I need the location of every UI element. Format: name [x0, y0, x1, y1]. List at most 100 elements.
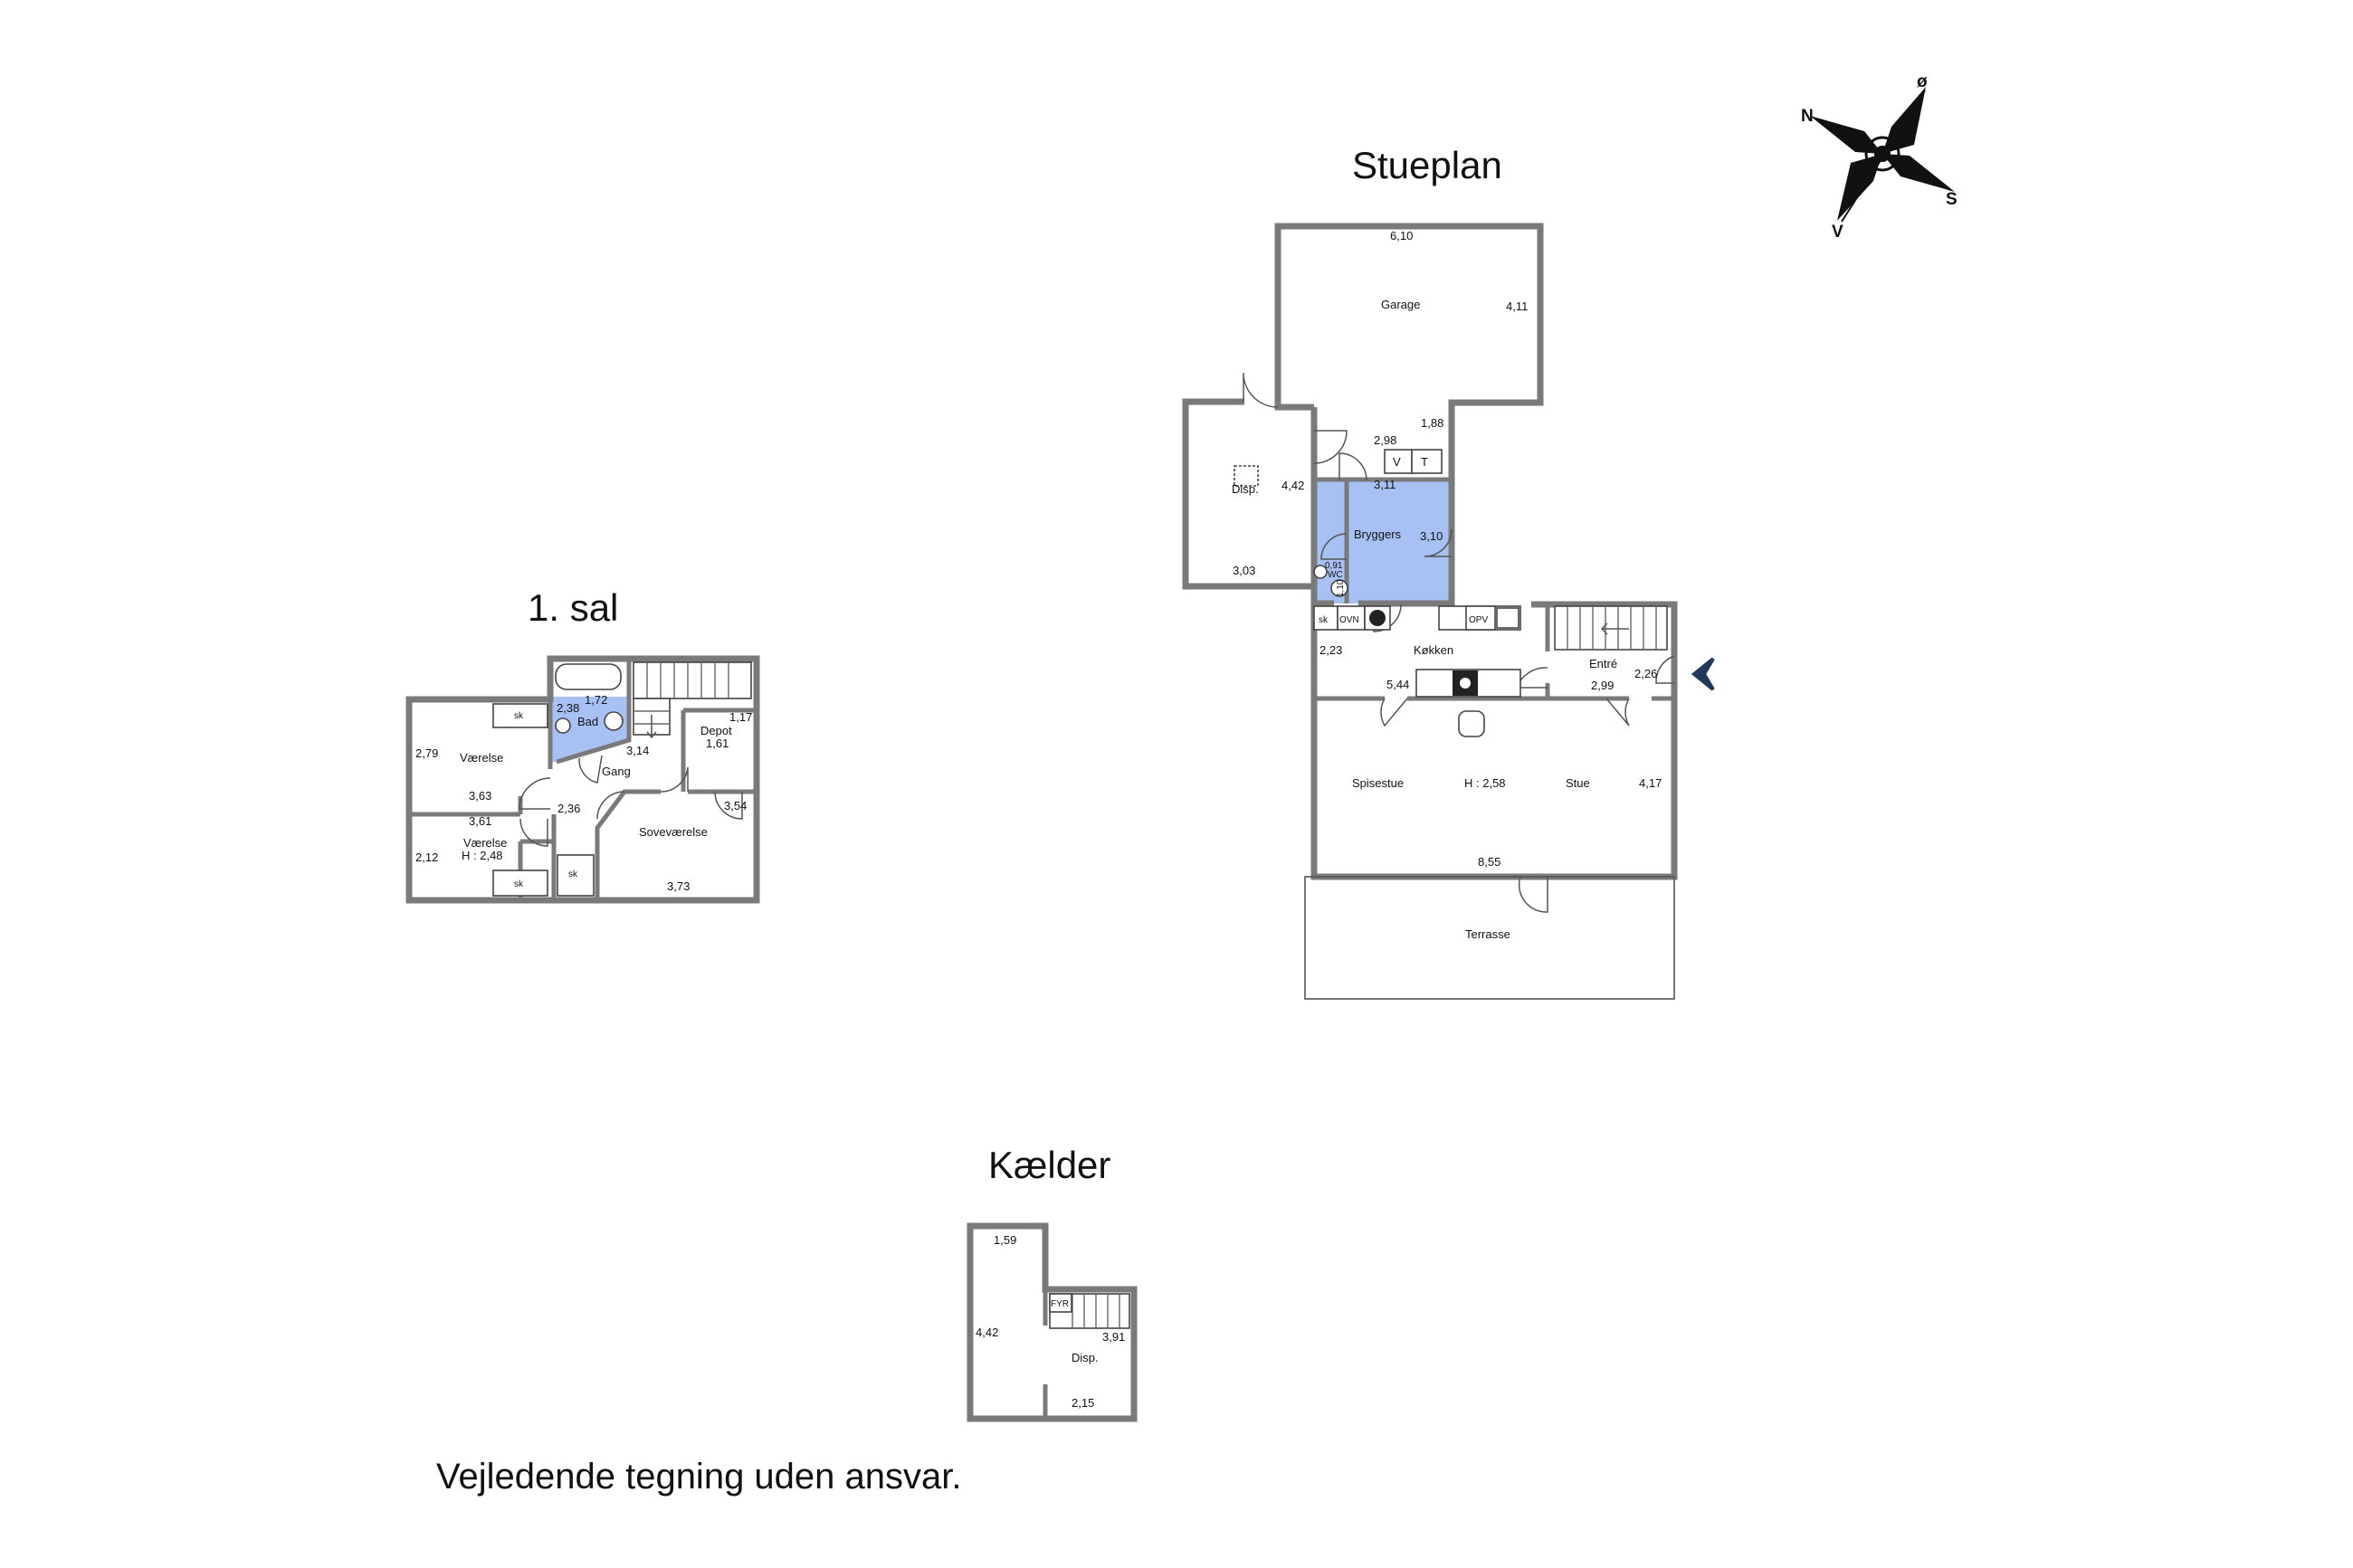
sal-label-sk2: sk — [514, 879, 524, 889]
dryer-label: T — [1421, 455, 1428, 469]
sal-dim-v1-w: 3,63 — [469, 789, 491, 803]
bad-toilet — [604, 711, 624, 731]
entrance-arrow-icon — [1691, 657, 1715, 691]
bad-door-arc — [578, 755, 603, 784]
sal-dim-gang-w: 3,14 — [626, 744, 649, 757]
compass-ring — [1864, 136, 1900, 172]
label-kokken: Køkken — [1414, 643, 1453, 657]
label-spisestue: Spisestue — [1352, 776, 1404, 790]
washer-box — [1384, 449, 1413, 474]
sal-stair — [633, 661, 752, 699]
kitchen-oven — [1337, 605, 1366, 631]
dim-entre-w: 2,99 — [1591, 679, 1614, 692]
compass-needle-sw — [1837, 154, 1882, 221]
dim-298: 2,98 — [1374, 433, 1396, 447]
kitchen-sink — [1496, 607, 1519, 629]
label-entre: Entré — [1589, 657, 1617, 670]
stueplan-title: Stueplan — [1352, 144, 1502, 186]
kaelder-dim-159: 1,59 — [994, 1233, 1016, 1247]
sove-door-arc — [596, 791, 625, 820]
label-garage: Garage — [1381, 298, 1420, 311]
dim-bryg-w: 3,11 — [1374, 478, 1396, 491]
front-door-arc — [1655, 655, 1675, 684]
sk-closet-3 — [557, 854, 595, 897]
bryggers-wall — [1310, 407, 1455, 863]
kaelder-floor: Kælder FYR Disp. 1,59 4,42 3,91 2,15 — [967, 1144, 1138, 1422]
compass-rose: N ø S V — [1801, 72, 1958, 242]
entre-door-arc — [1515, 667, 1548, 689]
dim-bryg-d: 3,10 — [1420, 529, 1443, 543]
dim-kok-w: 5,44 — [1386, 678, 1409, 691]
sal-dim-v2-w: 3,61 — [469, 814, 491, 828]
sal-room-walls — [409, 659, 757, 900]
label-stue: Stue — [1566, 776, 1590, 790]
kitchen-hood-fan-icon — [1369, 610, 1386, 626]
gang-door-arc — [660, 766, 689, 793]
sal-dim-bad-d: 2,38 — [557, 701, 579, 715]
sal-dim-sove-d: 3,54 — [724, 799, 747, 813]
dim-stue-d: 4,17 — [1639, 776, 1662, 790]
label-height: H : 2,58 — [1464, 776, 1506, 790]
dishwasher-label: OPV — [1469, 615, 1488, 625]
v2-door-arc — [519, 818, 548, 847]
dim-wc-d: 1,10 — [1336, 579, 1346, 597]
label-wc: WC — [1328, 570, 1343, 580]
sal-dim-depot-d: 1,61 — [706, 736, 729, 750]
compass-label-west: V — [1832, 223, 1843, 242]
dining-door-arc-2 — [1605, 698, 1630, 727]
sal-title: 1. sal — [528, 586, 618, 629]
sal-dim-depot-w: 1,17 — [729, 710, 752, 724]
sal-floor: 1. sal Værelse Værel — [405, 586, 760, 904]
washer-label: V — [1393, 455, 1401, 469]
bad-sink — [555, 717, 571, 734]
stool-island — [1458, 710, 1485, 737]
kaelder-title: Kælder — [988, 1144, 1110, 1186]
sal-dim-v2-d: 2,12 — [415, 851, 438, 864]
sal-stair-arrow-icon — [646, 715, 657, 739]
depot-door-arc — [714, 791, 743, 820]
disp-hatch — [1234, 465, 1259, 487]
kaelder-label-disp: Disp. — [1072, 1351, 1099, 1364]
sal-label-gang: Gang — [602, 765, 631, 778]
compass-needle-ne — [1882, 87, 1926, 154]
cooktop-burner — [1460, 678, 1471, 689]
compass-label-east: ø — [1917, 72, 1928, 91]
dishwasher-box — [1465, 605, 1496, 631]
sal-dim-v1-d: 2,79 — [415, 746, 438, 760]
kaelder-dim-215: 2,15 — [1072, 1396, 1094, 1410]
terrasse-outline — [1304, 876, 1675, 1000]
compass-label-south: S — [1946, 190, 1958, 209]
sal-label-sk3: sk — [568, 870, 578, 879]
sal-label-vaerelse1: Værelse — [460, 751, 503, 765]
wc-toilet — [1330, 579, 1348, 597]
bathtub — [555, 663, 622, 690]
sal-label-vaerelse2-height: H : 2,48 — [462, 849, 503, 862]
dim-kok-d: 2,23 — [1319, 643, 1342, 657]
sal-outer-wall — [405, 655, 760, 904]
dim-garage-w: 6,10 — [1390, 229, 1413, 242]
kaelder-dim-442: 4,42 — [976, 1326, 998, 1339]
sal-label-sk1: sk — [514, 711, 524, 721]
kitchen-oven-label: OVN — [1339, 615, 1359, 625]
dim-disp-d: 4,42 — [1281, 479, 1304, 492]
sal-label-vaerelse2: Værelse — [463, 836, 507, 850]
dim-wc-w: 0,91 — [1325, 561, 1343, 571]
sal-label-depot: Depot — [700, 724, 732, 737]
bryggers-sink — [1313, 565, 1328, 579]
compass-hub — [1874, 146, 1891, 162]
stueplan-floor: Stueplan V T — [1182, 144, 1715, 1000]
sk-closet-1 — [492, 703, 548, 728]
sk-closet-2 — [492, 870, 548, 897]
bryggers-door-arc — [1338, 452, 1367, 481]
dim-disp-w: 3,03 — [1233, 564, 1255, 577]
disp-wall — [1182, 398, 1314, 590]
compass-label-north: N — [1801, 107, 1814, 126]
sal-label-bad: Bad — [577, 715, 598, 728]
kaelder-fyr-label: FYR — [1051, 1299, 1069, 1309]
kaelder-outer-wall — [967, 1222, 1138, 1422]
label-bryggers: Bryggers — [1354, 527, 1402, 541]
dim-entre-d: 2,26 — [1634, 667, 1657, 680]
label-terrasse: Terrasse — [1465, 927, 1510, 941]
kitchen-sk-label: sk — [1319, 615, 1329, 625]
